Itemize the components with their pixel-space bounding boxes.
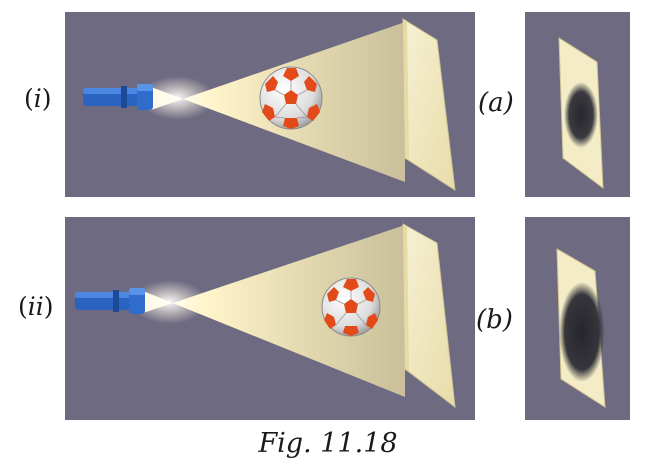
shadow-label-a: (a) <box>478 88 514 118</box>
shadow-panel-a <box>525 12 630 197</box>
shadow-panel-b <box>525 217 630 420</box>
paren-close: ) <box>43 292 54 321</box>
beam-glow <box>131 280 207 324</box>
row-label-ii: (ii) <box>18 292 54 321</box>
paren-open: ( <box>18 292 28 321</box>
experiment-panel-i <box>65 12 475 197</box>
light-beam <box>143 225 405 397</box>
experiment-panel-ii <box>65 217 475 420</box>
figure-caption: Fig. 11.18 <box>258 428 398 459</box>
small-shadow <box>564 82 598 148</box>
large-shadow <box>559 282 605 382</box>
roman-numeral: i <box>33 84 42 113</box>
paren-open: ( <box>24 84 34 113</box>
row-label-i: (i) <box>24 84 52 113</box>
paren-close: ) <box>41 84 52 113</box>
torch-icon <box>75 288 145 314</box>
torch-icon <box>83 84 153 110</box>
beam-glow <box>139 76 215 120</box>
shadow-label-b: (b) <box>476 305 513 335</box>
screen-edge <box>403 19 409 160</box>
football-icon <box>259 66 323 130</box>
screen-edge <box>403 224 409 371</box>
roman-numeral: ii <box>27 292 44 321</box>
football-icon <box>321 277 381 337</box>
